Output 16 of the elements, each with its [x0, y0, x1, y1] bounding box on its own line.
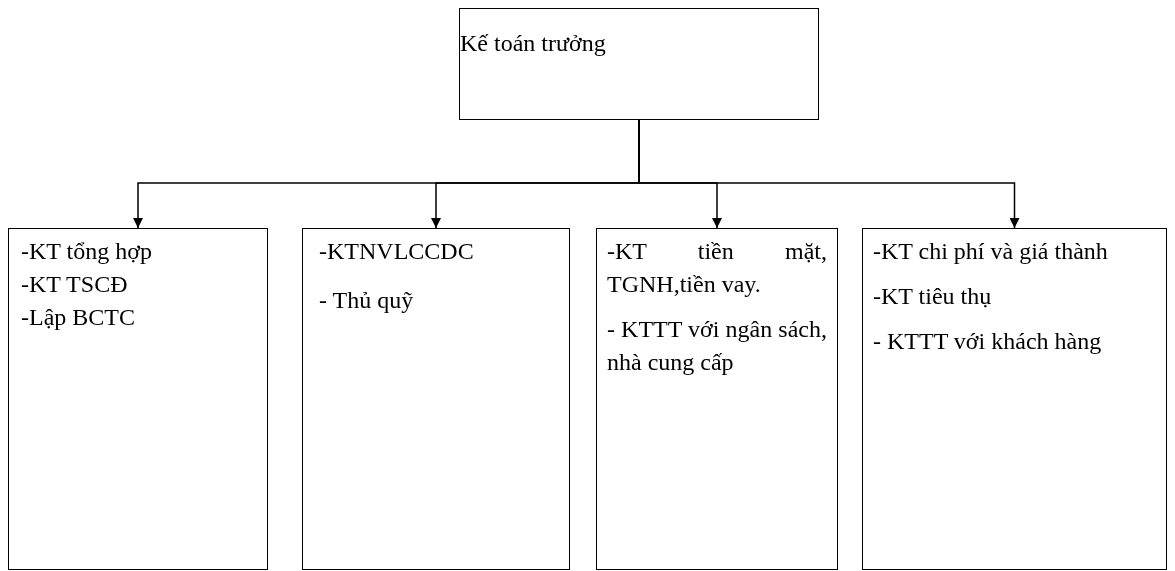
department-box [862, 228, 1167, 570]
node-text: -KT tiền mặt, TGNH,tiền vay. [607, 237, 827, 299]
department-box [302, 228, 570, 570]
node-text: - Thủ quỹ [319, 286, 415, 315]
node-text: -KT chi phí và giá thành [873, 237, 1109, 266]
node-text: -KT tổng hợp [21, 237, 153, 266]
node-text: - KTTT với khách hàng [873, 327, 1103, 356]
head-box [459, 8, 819, 120]
department-box [8, 228, 268, 570]
node-text: -KT TSCĐ [21, 270, 129, 299]
department-box [596, 228, 838, 570]
node-text: -Lập BCTC [21, 303, 136, 332]
node-text: - KTTT với ngân sách, nhà cung cấp [607, 315, 827, 377]
node-text: -KTNVLCCDC [319, 237, 475, 266]
node-text: -KT tiêu thụ [873, 282, 993, 311]
node-text: Kế toán trưởng [460, 29, 607, 58]
